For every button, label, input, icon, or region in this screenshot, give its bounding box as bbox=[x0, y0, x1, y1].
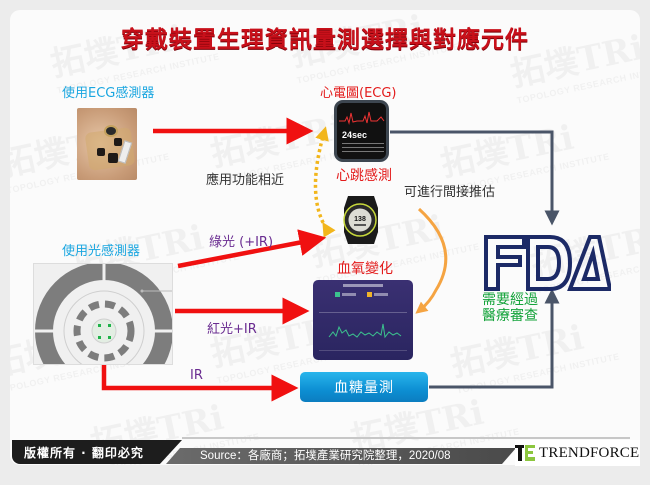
green-light-label: 綠光 (+IR) bbox=[209, 235, 274, 250]
trendforce-logo-icon bbox=[515, 445, 535, 461]
page-title: 穿戴裝置生理資訊量測選擇與對應元件 bbox=[121, 26, 529, 53]
ecg-patch-photo-icon bbox=[77, 108, 137, 180]
glucose-measurement-box: 血糖量測 bbox=[300, 372, 428, 402]
arrow-indirect-estimate bbox=[415, 207, 448, 314]
ir-label: IR bbox=[190, 368, 203, 383]
arrow-ir bbox=[101, 362, 299, 402]
trendforce-wordmark: TRENDFORCE bbox=[539, 444, 640, 461]
optical-sensor-label: 使用光感測器 bbox=[62, 244, 141, 259]
optical-sensor-diagram-icon bbox=[33, 263, 173, 365]
connector-glucose-fda bbox=[429, 288, 560, 389]
indirect-estimate-label: 可進行間接推估 bbox=[404, 185, 496, 200]
ecg-measurement-label: 心電圖(ECG) bbox=[320, 86, 397, 101]
connector-ecg-fda bbox=[390, 130, 560, 226]
svg-text:FDA: FDA bbox=[484, 233, 486, 234]
trendforce-brand: TRENDFORCE bbox=[515, 440, 640, 466]
svg-text:138: 138 bbox=[354, 216, 366, 223]
spo2-label: 血氧變化 bbox=[337, 261, 393, 277]
arrow-green-light bbox=[177, 229, 327, 269]
smartwatch-ecg-icon: 24sec bbox=[334, 100, 389, 162]
arrow-similar-function bbox=[313, 126, 336, 238]
fda-logo-icon: FDA bbox=[484, 233, 611, 291]
footer-divider bbox=[182, 437, 630, 439]
ecg-sensor-label: 使用ECG感測器 bbox=[62, 86, 155, 101]
fda-review-line2: 醫療審查 bbox=[482, 308, 538, 324]
sport-watch-icon: 138 bbox=[343, 196, 378, 244]
spo2-chart-icon bbox=[313, 280, 413, 360]
red-light-label: 紅光+IR bbox=[207, 322, 257, 337]
heart-rate-label: 心跳感測 bbox=[336, 168, 392, 184]
source-note: Source：各廠商；拓墣產業研究院整理，2020/08 bbox=[166, 448, 516, 464]
fda-review-line1: 需要經過 bbox=[482, 292, 538, 308]
similar-function-label: 應用功能相近 bbox=[206, 173, 285, 188]
copyright-badge: 版權所有 · 翻印必究 bbox=[12, 440, 182, 464]
